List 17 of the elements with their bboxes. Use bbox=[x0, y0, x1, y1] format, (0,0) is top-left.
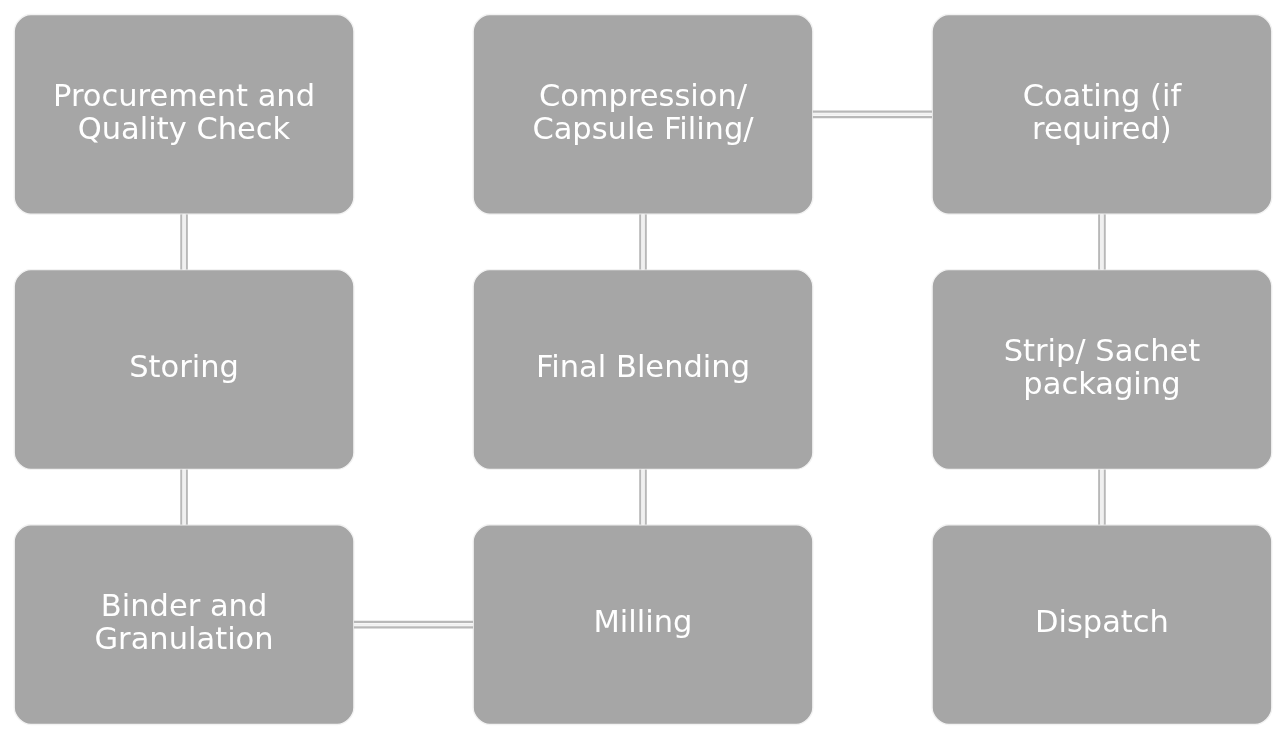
node-box: Final Blending bbox=[472, 268, 814, 470]
node-box: Binder and Granulation bbox=[13, 523, 355, 725]
connector bbox=[353, 620, 474, 628]
node-box: Compression/ Capsule Filing/ bbox=[472, 13, 814, 215]
connector bbox=[180, 469, 188, 525]
connector bbox=[1098, 213, 1106, 270]
node-box: Dispatch bbox=[931, 523, 1273, 725]
node-box: Coating (if required) bbox=[931, 13, 1273, 215]
connector bbox=[639, 469, 647, 525]
connector bbox=[812, 110, 932, 118]
connector bbox=[1098, 469, 1106, 525]
connector bbox=[639, 213, 647, 270]
node-box: Strip/ Sachet packaging bbox=[931, 268, 1273, 470]
node-box: Storing bbox=[13, 268, 355, 470]
connector bbox=[180, 213, 188, 270]
node-box: Milling bbox=[472, 523, 814, 725]
node-box: Procurement and Quality Check bbox=[13, 13, 355, 215]
